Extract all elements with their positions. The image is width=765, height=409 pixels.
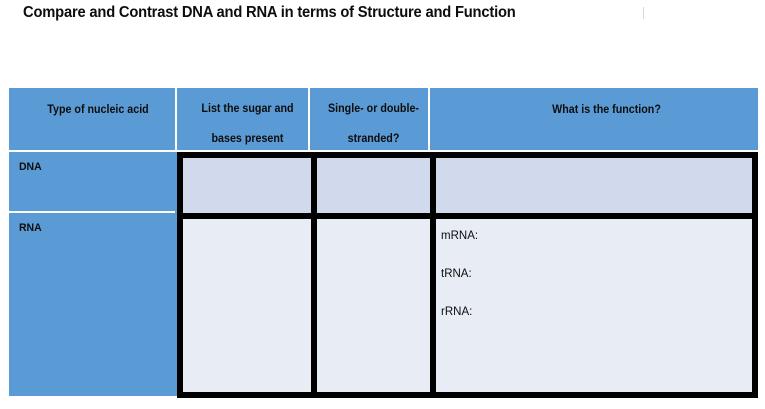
text-cursor-icon (643, 7, 644, 19)
header-label-strandedness-line1: Single- or double- (328, 103, 419, 115)
answer-cell-rna-strandedness[interactable] (317, 219, 430, 392)
function-label-rrna: rRNA: (441, 306, 473, 318)
row-label-cell-rna (9, 213, 175, 396)
answer-grid-divider-vertical (430, 158, 436, 392)
row-label-dna: DNA (19, 161, 42, 173)
row-label-cell-dna (9, 152, 175, 211)
header-cell-strandedness (310, 88, 428, 150)
gridline-vertical (175, 88, 177, 150)
answer-cell-dna-function[interactable] (436, 158, 752, 213)
answer-grid: mRNA: tRNA: rRNA: (177, 152, 758, 398)
answer-grid-divider-vertical (311, 158, 317, 392)
row-label-rna: RNA (19, 222, 42, 234)
gridline-horizontal (9, 150, 758, 152)
gridline-vertical (428, 88, 430, 150)
header-label-sugar-bases-line2: bases present (211, 133, 284, 145)
answer-cell-dna-sugar-bases[interactable] (183, 158, 311, 213)
header-label-strandedness-line2: stranded? (347, 133, 400, 145)
header-label-sugar-bases-line1: List the sugar and (201, 103, 294, 115)
header-cell-sugar-bases (177, 88, 308, 150)
answer-cell-dna-strandedness[interactable] (317, 158, 430, 213)
header-cell-function (430, 88, 758, 150)
function-label-trna: tRNA: (441, 268, 472, 280)
gridline-horizontal (9, 211, 175, 213)
answer-cell-rna-function[interactable] (436, 219, 752, 392)
page-title: Compare and Contrast DNA and RNA in term… (23, 4, 516, 21)
answer-grid-divider-horizontal (183, 213, 752, 219)
header-label-function: What is the function? (552, 104, 661, 116)
header-label-type-of-nucleic-acid: Type of nucleic acid (47, 104, 149, 116)
function-label-mrna: mRNA: (441, 230, 479, 242)
answer-cell-rna-sugar-bases[interactable] (183, 219, 311, 392)
header-cell-type (9, 88, 175, 150)
gridline-vertical (308, 88, 310, 150)
